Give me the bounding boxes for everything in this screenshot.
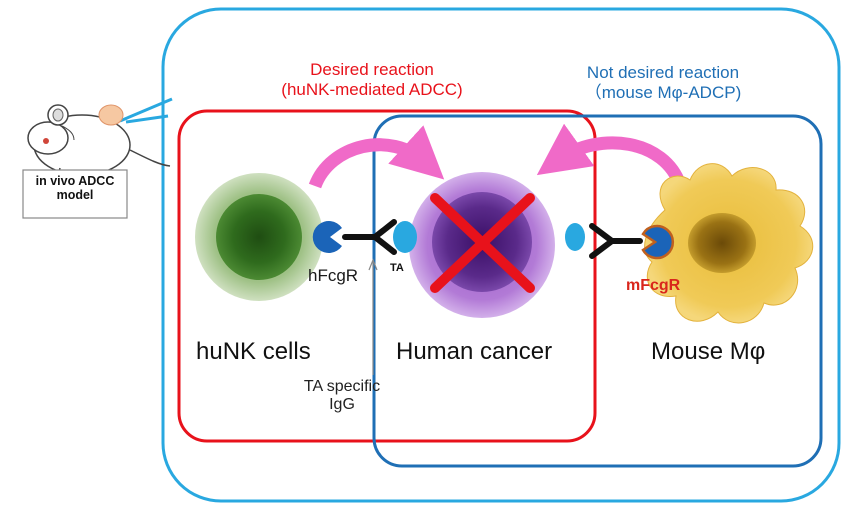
macrophage-to-cancer-arrow <box>536 123 687 188</box>
kill-cross <box>430 193 535 293</box>
nk-cell-nucleus <box>216 194 302 280</box>
igg-label: TA specific IgG <box>292 378 392 415</box>
mfcgr-label: mFcgR <box>626 277 681 294</box>
desired-reaction-title: Desired reaction (huNK-mediated ADCC) <box>247 60 497 99</box>
mfcgr-receptor <box>641 224 675 260</box>
mouse-illustration <box>27 104 171 180</box>
ta-label: TA <box>390 262 404 274</box>
tumor-antigen-left <box>393 221 417 253</box>
outer-frame <box>161 7 841 503</box>
callout-tail <box>119 97 173 123</box>
not-desired-reaction-title: Not desired reaction （mouse Mφ-ADCP) <box>553 63 773 102</box>
hfcgr-label: hFcgR <box>308 266 359 285</box>
not-desired-reaction-line2: （mouse Mφ-ADCP) <box>584 82 742 102</box>
tumor-antigen-right <box>565 223 585 251</box>
nk-to-cancer-arrow <box>308 125 445 189</box>
macrophage-nucleus <box>688 213 756 273</box>
desired-reaction-line1: Desired reaction <box>310 60 434 79</box>
not-desired-reaction-line1: Not desired reaction <box>586 63 740 82</box>
model-label-box <box>22 169 128 219</box>
hfcgr-receptor <box>312 221 342 253</box>
model-label: in vivo ADCC model <box>23 174 127 203</box>
igg-label-line2: IgG <box>329 396 355 414</box>
mouse-macrophage-label: Mouse Mφ <box>651 338 766 365</box>
nk-cells-label: huNK cells <box>196 338 311 365</box>
not-desired-reaction-box <box>372 114 823 468</box>
model-label-line2: model <box>56 188 94 203</box>
desired-reaction-box <box>177 109 597 443</box>
desired-reaction-line2: (huNK-mediated ADCC) <box>281 79 463 99</box>
model-label-line1: in vivo ADCC <box>35 174 115 188</box>
igg-label-line1: TA specific <box>303 378 381 395</box>
igg-antibody-left <box>342 219 397 255</box>
human-cancer-label: Human cancer <box>396 338 553 365</box>
igg-antibody-right <box>589 223 643 259</box>
